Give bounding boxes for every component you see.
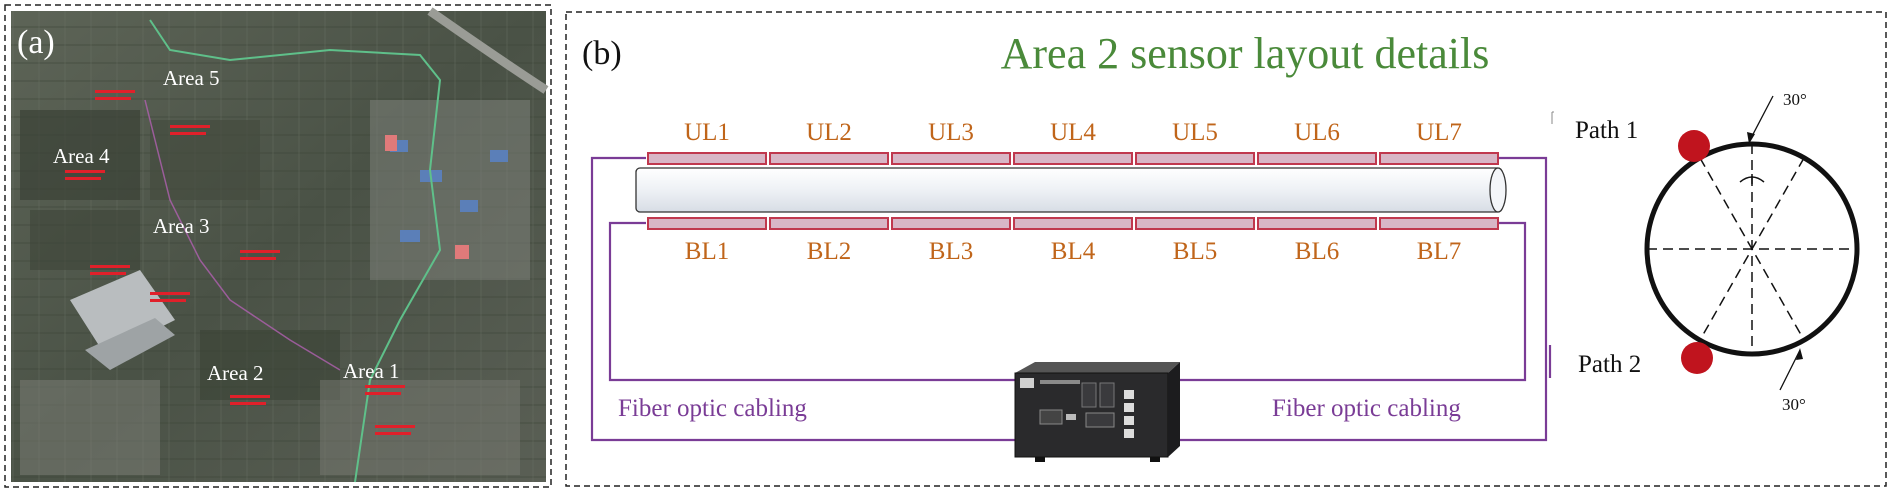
lower-sensor-label: BL1 — [685, 238, 729, 265]
factory-building — [70, 270, 175, 355]
lower-sensor-label: BL7 — [1417, 238, 1461, 265]
upper-sensor-bar — [1013, 152, 1133, 165]
upper-sensor-label: UL6 — [1294, 119, 1340, 146]
path-2-sensor-dot — [1681, 342, 1713, 374]
upper-sensor-label: UL5 — [1172, 119, 1218, 146]
panel-b-label: (b) — [582, 35, 622, 72]
angle-leader-top — [1749, 95, 1774, 141]
pipeline-route — [149, 19, 442, 483]
upper-sensor-label: UL2 — [806, 119, 852, 146]
pipe — [635, 167, 1507, 213]
area-1-label: Area 1 — [343, 359, 400, 383]
right-connector-top — [1551, 111, 1554, 124]
lower-sensor-bar — [891, 217, 1011, 230]
lower-sensor-bar — [1379, 217, 1499, 230]
cable-label-left: Fiber optic cabling — [618, 395, 807, 422]
sensor-markers — [65, 90, 415, 435]
area-5-label: Area 5 — [163, 66, 220, 90]
lower-sensor-label: BL5 — [1173, 238, 1217, 265]
upper-sensor-label: UL4 — [1050, 119, 1096, 146]
area-2-label: Area 2 — [207, 361, 264, 385]
upper-sensor-label: UL1 — [684, 119, 730, 146]
upper-sensor-bar — [647, 152, 767, 165]
lower-sensor-bar — [647, 217, 767, 230]
path-2-label: Path 2 — [1578, 351, 1641, 378]
inner-cable-loop — [608, 221, 1015, 382]
panel-a-frame — [4, 4, 552, 488]
interrogator-device — [1014, 362, 1180, 462]
upper-sensor-bar — [1257, 152, 1377, 165]
lower-sensor-label: BL2 — [807, 238, 851, 265]
upper-sensor-bar — [1379, 152, 1499, 165]
upper-sensor-label: UL3 — [928, 119, 974, 146]
lower-sensor-bar — [769, 217, 889, 230]
panel-a: (a) Area 5 Area 4 Area 3 Area 2 Area 1 — [4, 4, 552, 488]
lower-sensor-label: BL4 — [1051, 238, 1096, 265]
area-4-label: Area 4 — [53, 144, 110, 168]
path-1-label: Path 1 — [1575, 117, 1638, 144]
panel-a-label: (a) — [17, 24, 55, 61]
device-logo-icon — [1020, 378, 1034, 388]
angle-bottom-label: 30° — [1782, 395, 1806, 414]
area-3-label: Area 3 — [153, 214, 210, 238]
lower-sensor-label: BL3 — [929, 238, 973, 265]
upper-sensor-label: UL7 — [1416, 119, 1462, 146]
angle-top-label: 30° — [1783, 90, 1807, 109]
lower-sensor-bar — [1013, 217, 1133, 230]
satellite-map — [11, 7, 549, 483]
inner-cable-loop-right — [1170, 221, 1527, 382]
lower-sensor-label: BL6 — [1295, 238, 1339, 265]
lower-sensor-bar — [1257, 217, 1377, 230]
pipe-end — [1489, 167, 1507, 213]
diagram-title: Area 2 sensor layout details — [1001, 29, 1490, 78]
angle-leader-bottom — [1779, 349, 1801, 391]
upper-sensor-bar — [769, 152, 889, 165]
panel-b-frame — [565, 11, 1887, 487]
cable-label-right: Fiber optic cabling — [1272, 395, 1461, 422]
upper-sensor-bar — [891, 152, 1011, 165]
lower-sensor-bar — [1135, 217, 1255, 230]
upper-sensor-bar — [1135, 152, 1255, 165]
path-1-sensor-dot — [1678, 130, 1710, 162]
pipe-cross-section: 30° 30° Path 1 Path 2 — [1575, 90, 1860, 414]
